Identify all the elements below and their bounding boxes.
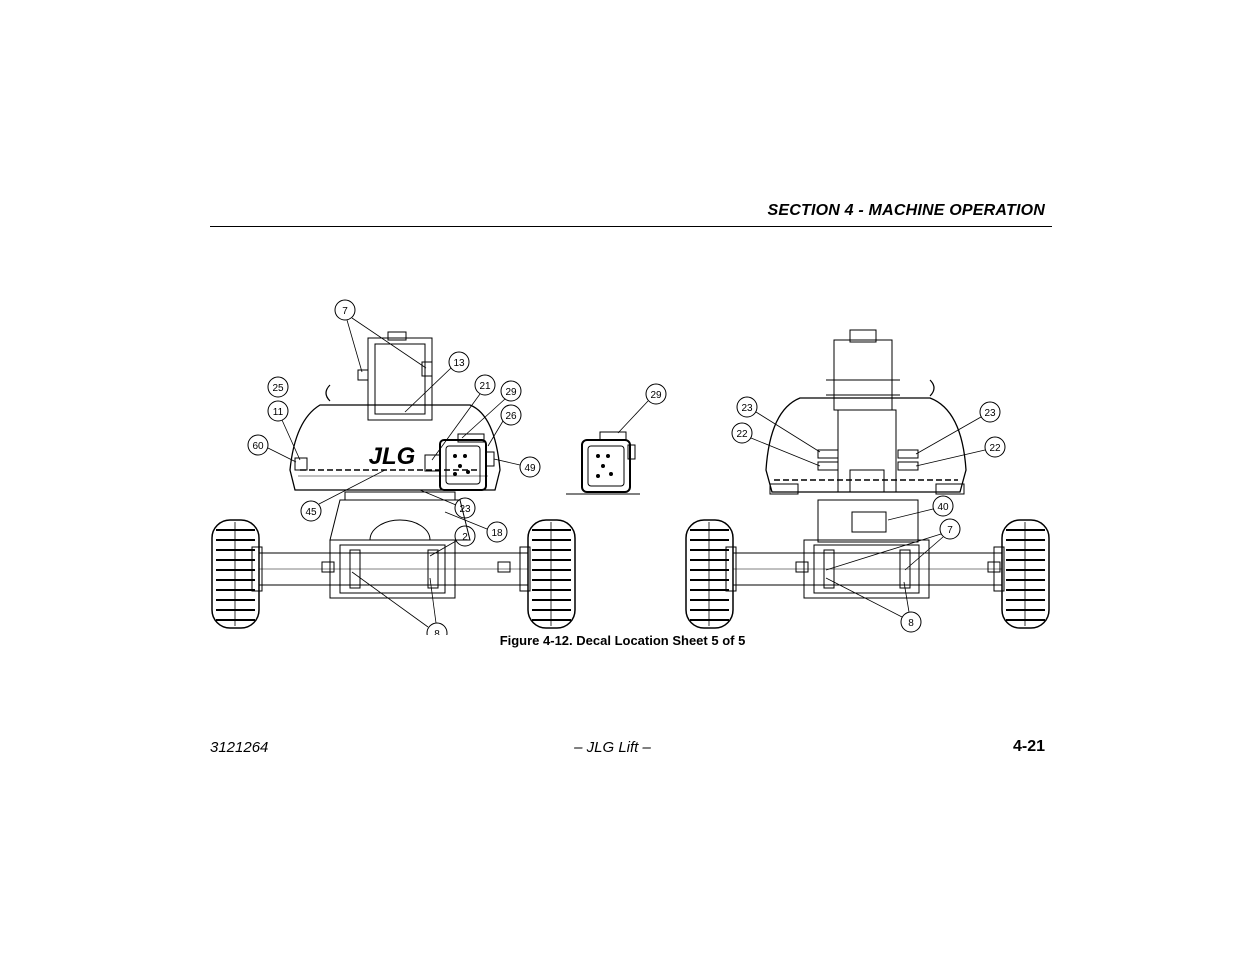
document-number: 3121264 <box>210 739 269 756</box>
svg-text:11: 11 <box>273 407 284 418</box>
decal-location-figure: JLG 7 13 25 11 21 29 26 <box>211 299 1050 635</box>
footer-title: – JLG Lift – <box>0 739 1235 756</box>
callout-26: 26 <box>487 404 522 447</box>
right-callout-40: 40 <box>887 495 954 521</box>
callout-45: 45 <box>300 469 386 522</box>
callout-13: 13 <box>404 351 470 413</box>
svg-text:JLG: JLG <box>369 443 416 470</box>
svg-text:7: 7 <box>342 306 348 317</box>
svg-text:7: 7 <box>947 525 953 536</box>
svg-text:8: 8 <box>908 618 914 629</box>
detail-view: 29 <box>566 383 667 495</box>
header-rule <box>210 226 1052 227</box>
svg-text:29: 29 <box>650 390 662 401</box>
page-number: 4-21 <box>1012 738 1045 755</box>
jlg-logo: JLG <box>369 443 416 470</box>
svg-text:8: 8 <box>434 629 440 635</box>
svg-text:23: 23 <box>459 504 471 515</box>
right-callout-7: 7 <box>825 518 961 571</box>
callout-7: 7 <box>334 299 427 373</box>
right-machine-view: 23 22 23 22 40 7 8 <box>685 329 1050 633</box>
svg-text:60: 60 <box>252 441 264 452</box>
svg-text:13: 13 <box>453 358 465 369</box>
left-machine-view: JLG 7 13 25 11 21 29 26 <box>211 299 576 635</box>
svg-text:22: 22 <box>736 429 748 440</box>
svg-text:25: 25 <box>272 383 284 394</box>
callout-25: 25 <box>267 376 289 398</box>
callout-21: 21 <box>431 374 496 461</box>
svg-text:21: 21 <box>479 381 491 392</box>
figure-caption-text: Figure 4-12. Decal Location Sheet 5 of 5 <box>499 633 746 648</box>
right-wheel-1 <box>685 519 734 629</box>
left-wheel-2 <box>527 519 576 629</box>
right-callout-22b: 22 <box>915 436 1006 467</box>
figure-caption: Figure 4-12. Decal Location Sheet 5 of 5 <box>0 633 1235 648</box>
detail-callout-29: 29 <box>617 383 667 434</box>
svg-text:40: 40 <box>937 502 949 513</box>
callout-49: 49 <box>493 456 541 478</box>
callout-2: 2 <box>429 525 476 557</box>
right-callout-22a: 22 <box>731 422 821 467</box>
right-callout-8: 8 <box>825 577 922 633</box>
callout-29: 29 <box>461 380 522 439</box>
svg-text:23: 23 <box>984 408 996 419</box>
svg-text:23: 23 <box>741 403 753 414</box>
callout-23: 23 <box>419 489 476 519</box>
svg-text:22: 22 <box>989 443 1001 454</box>
right-wheel-2 <box>1001 519 1050 629</box>
svg-text:29: 29 <box>505 387 517 398</box>
svg-text:2: 2 <box>462 532 468 543</box>
section-title: SECTION 4 - MACHINE OPERATION <box>767 202 1045 219</box>
callout-8: 8 <box>351 571 448 635</box>
svg-text:49: 49 <box>524 463 536 474</box>
callout-60: 60 <box>247 434 297 463</box>
footer-title-text: – JLG Lift – <box>574 739 651 756</box>
svg-text:45: 45 <box>305 507 317 518</box>
right-callout-23b: 23 <box>915 401 1001 455</box>
svg-text:26: 26 <box>505 411 517 422</box>
right-callout-23a: 23 <box>736 396 821 453</box>
callout-11: 11 <box>267 400 301 461</box>
callout-18: 18 <box>444 511 508 543</box>
svg-text:18: 18 <box>491 528 503 539</box>
